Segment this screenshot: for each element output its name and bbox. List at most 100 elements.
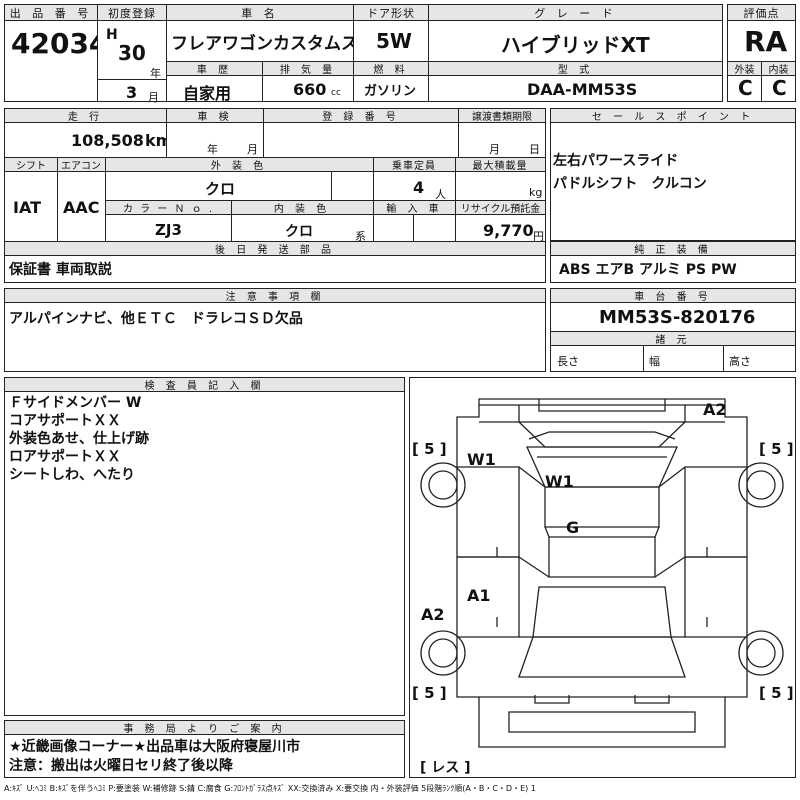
interior-grade-label: 内装 — [762, 62, 795, 76]
model-label: 型 式 — [429, 62, 722, 76]
exterior-grade-label: 外装 — [728, 62, 761, 76]
inspector-line-2: コアサポートＸＸ — [9, 413, 121, 429]
first-reg-month: 3 — [126, 83, 138, 102]
int-color-label: 内 装 色 — [231, 201, 373, 215]
recycle-label: リサイクル預託金 — [456, 201, 545, 215]
history-cell: 車 歴 自家用 — [166, 61, 263, 103]
fuel-cell: 燃 料 ガソリン — [353, 61, 429, 102]
equipment-label: 純 正 装 備 — [551, 242, 795, 256]
transfer-day-unit: 日 — [529, 143, 540, 156]
notes-label: 注 意 事 項 欄 — [5, 289, 545, 303]
capacity-value: 4 — [413, 178, 425, 197]
legend-text: A:ｷｽﾞ U:ﾍｺﾐ B:ｷｽﾞを伴うﾍｺﾐ P:要塗装 W:補修跡 S:錆 … — [4, 784, 536, 793]
max-load-label: 最大積載量 — [455, 158, 545, 172]
score-value: RA — [744, 25, 788, 58]
later-parts-label: 後 日 発 送 部 品 — [5, 242, 545, 256]
inspector-line-5: シートしわ、へたり — [9, 467, 135, 483]
score-label: 評価点 — [728, 5, 795, 21]
first-reg-year: 30 — [118, 41, 146, 65]
lot-cell: 出 品 番 号 42034 — [4, 4, 108, 102]
first-reg-era: H — [106, 27, 118, 43]
car-diagram — [420, 398, 784, 748]
car-name-value: フレアワゴンカスタムスタイル — [171, 34, 409, 54]
dims-height: 高さ — [729, 355, 751, 368]
transfer-label: 譲渡書類期限 — [459, 109, 545, 123]
damage-mark-left-rear-door: A1 — [467, 586, 491, 605]
displacement-unit: cc — [331, 88, 341, 98]
transfer-month-unit: 月 — [489, 143, 500, 156]
sales-point-cell: セ ー ル ス ポ イ ン ト 左右パワースライド パドルシフト クルコン — [550, 108, 796, 241]
interior-grade-value: C — [772, 76, 787, 100]
first-reg-label: 初度登録 — [98, 5, 166, 21]
max-load-unit: kg — [529, 186, 543, 199]
damage-mark-front-bumper: A2 — [703, 400, 727, 419]
history-label: 車 歴 — [167, 62, 262, 76]
color-no-label: カ ラ ー Ｎ ｏ . — [106, 201, 231, 215]
door-label: ドア形状 — [354, 5, 428, 21]
fuel-label: 燃 料 — [354, 62, 428, 76]
fuel-value: ガソリン — [364, 84, 417, 99]
dims-width: 幅 — [649, 355, 660, 368]
capacity-label: 乗車定員 — [373, 158, 455, 172]
mileage-cell: 走 行 108,508 km — [4, 108, 172, 158]
office-label: 事 務 局 よ り ご 案 内 — [5, 721, 404, 735]
later-parts-cell: 後 日 発 送 部 品 保証書 車両取説 — [4, 241, 546, 283]
spec-grid: シフト エアコン 外 装 色 乗車定員 最大積載量 IAT AAC クロ 4 人… — [4, 157, 546, 243]
inspection-year-unit: 年 — [207, 143, 218, 156]
door-cell: ドア形状 5W — [353, 4, 429, 62]
displacement-value: 660 — [293, 80, 327, 99]
ext-color-label: 外 装 色 — [105, 158, 373, 172]
grade-value: ハイブリッドXT — [501, 33, 650, 57]
inspector-line-4: ロアサポートＸＸ — [9, 449, 121, 465]
tire-mark-front-right: [ 5 ] — [759, 440, 794, 458]
shift-label: シフト — [5, 158, 57, 172]
reg-no-cell: 登 録 番 号 — [263, 108, 459, 158]
lot-number: 42034 — [11, 27, 109, 60]
model-value: DAA-MM53S — [527, 80, 638, 99]
inspection-label: 車 検 — [167, 109, 263, 123]
office-line-2: 注意：搬出は火曜日セリ終了後以降 — [9, 758, 233, 774]
ext-color-value: クロ — [205, 180, 236, 198]
car-name-label: 車 名 — [167, 5, 353, 21]
aircon-value: AAC — [63, 198, 100, 217]
mileage-value: 108,508 — [71, 131, 144, 150]
car-name-cell: 車 名 フレアワゴンカスタムスタイル — [166, 4, 409, 62]
recycle-value: 9,770 — [483, 221, 534, 240]
score-cell: 評価点 RA — [727, 4, 796, 62]
int-color-value: クロ — [285, 224, 313, 240]
equipment-cell: 純 正 装 備 ABS エアB アルミ PS PW — [550, 241, 796, 283]
color-no-value: ZJ3 — [155, 221, 182, 239]
first-reg-month-unit: 月 — [148, 91, 159, 104]
damage-mark-hood: W1 — [545, 472, 574, 491]
exterior-grade-value: C — [738, 76, 753, 100]
first-reg-year-unit: 年 — [150, 67, 161, 80]
mileage-label: 走 行 — [5, 109, 166, 123]
later-parts-value: 保証書 車両取説 — [9, 262, 112, 278]
mileage-unit: km — [145, 131, 173, 150]
sales-point-line-1: 左右パワースライド — [553, 153, 679, 169]
dims-length: 長さ — [557, 355, 579, 368]
notes-value: アルパインナビ、他ＥＴＣ ドラレコＳＤ欠品 — [9, 311, 303, 327]
transfer-cell: 譲渡書類期限 月 日 — [458, 108, 546, 158]
displacement-label: 排 気 量 — [263, 62, 353, 76]
grade-cell: グ レ ー ド ハイブリッドXT — [428, 4, 723, 62]
inspection-cell: 車 検 年 月 — [166, 108, 264, 158]
inspection-month-unit: 月 — [247, 143, 258, 156]
model-cell: 型 式 DAA-MM53S — [428, 61, 723, 102]
inspector-cell: 検 査 員 記 入 欄 Ｆサイドメンバー W コアサポートＸＸ 外装色あせ、仕上… — [4, 377, 405, 716]
aircon-label: エアコン — [57, 158, 105, 172]
import-label: 輸 入 車 — [374, 201, 455, 215]
tire-mark-rear-right: [ 5 ] — [759, 684, 794, 702]
office-line-1: ★近畿画像コーナー★出品車は大阪府寝屋川市 — [9, 739, 301, 755]
displacement-cell: 排 気 量 660 cc — [262, 61, 354, 102]
first-reg-cell: 初度登録 H 30 年 3 月 — [97, 4, 167, 104]
dims-label: 諸 元 — [551, 332, 795, 346]
interior-grade-cell: 内装 C — [761, 61, 796, 102]
spare-tire-mark: [ レス ] — [420, 760, 471, 776]
history-value: 自家用 — [183, 84, 232, 103]
chassis-cell: 車 台 番 号 MM53S-820176 諸 元 長さ 幅 高さ — [550, 288, 796, 372]
damage-mark-left-quarter: A2 — [421, 605, 445, 624]
damage-mark-left-fender: W1 — [467, 450, 496, 469]
chassis-label: 車 台 番 号 — [551, 289, 795, 303]
equipment-value: ABS エアB アルミ PS PW — [559, 262, 737, 278]
